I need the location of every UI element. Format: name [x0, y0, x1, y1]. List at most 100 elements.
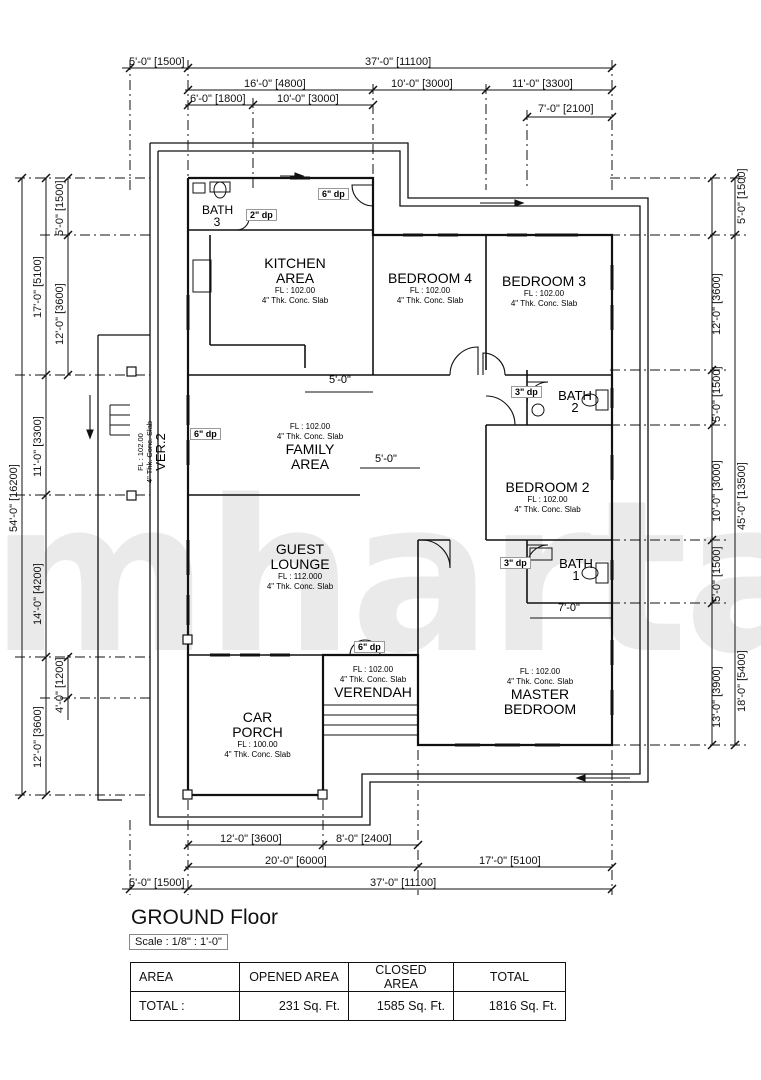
- room-bedroom3-name: BEDROOM 3: [501, 273, 586, 289]
- room-verandah2-fl: FL : 102.00: [136, 433, 145, 471]
- area-row-label: TOTAL :: [130, 991, 240, 1021]
- area-row-closed: 1585 Sq. Ft.: [348, 991, 454, 1021]
- dim-left-12b: 12'-0" [3600]: [32, 706, 44, 768]
- dim-left-5: 5'-0" [1500]: [54, 180, 66, 236]
- dimension-lines-bottom: [122, 750, 613, 895]
- drop-kitchen-size: 6": [322, 189, 332, 199]
- room-bedroom3: BEDROOM 3 FL : 102.00 4" Thk. Conc. Slab: [488, 274, 600, 309]
- drop-bath2-dp: dp: [526, 387, 538, 397]
- room-kitchen: KITCHEN AREA FL : 102.00 4" Thk. Conc. S…: [240, 256, 350, 306]
- floor-title: GROUND Floor: [131, 906, 279, 929]
- inner-dim-family: 5'-0": [375, 453, 397, 465]
- dim-bottom-17: 17'-0" [5100]: [479, 855, 541, 867]
- dim-top-10a: 10'-0" [3000]: [391, 78, 453, 90]
- dim-right-13: 13'-0" [3900]: [711, 666, 723, 728]
- dim-top-6: 6'-0" [1800]: [190, 93, 246, 105]
- dim-right-5b: 5'-0" [1500]: [711, 366, 723, 422]
- drop-marker-bath3: 2" dp: [246, 209, 277, 221]
- room-bath3-name: BATH: [202, 203, 234, 217]
- dim-top-left-offset: 5'-0" [1500]: [129, 56, 185, 68]
- area-row-total: 1816 Sq. Ft.: [453, 991, 566, 1021]
- area-table-header-row: AREA OPENED AREA CLOSED AREA TOTAL: [130, 962, 566, 992]
- room-porch-name: CAR: [242, 709, 273, 725]
- room-kitchen-name: KITCHEN: [264, 255, 326, 271]
- roof-outline: [97, 142, 649, 826]
- room-bath3: BATH 3: [202, 203, 234, 228]
- dim-bottom-left-offset: 5'-0" [1500]: [129, 877, 185, 889]
- dim-right-overall: 45'-0" [13500]: [736, 462, 748, 530]
- area-header-area: AREA: [130, 962, 240, 992]
- dim-right-5c: 5'-0" [1500]: [711, 546, 723, 602]
- dim-top-16: 16'-0" [4800]: [244, 78, 306, 90]
- interior-walls: [188, 229, 612, 656]
- door-swings: [236, 184, 549, 656]
- dim-top-overall: 37'-0" [11100]: [365, 56, 431, 68]
- dim-left-overall: 54'-0" [16200]: [8, 464, 20, 532]
- room-kitchen-slab: 4" Thk. Conc. Slab: [261, 296, 329, 305]
- dim-bottom-20: 20'-0" [6000]: [265, 855, 327, 867]
- drop-bath1-dp: dp: [515, 558, 527, 568]
- drop-verendah-dp: dp: [369, 642, 381, 652]
- floor-plan-drawing: 5'-0" [1500] 37'-0" [11100] 16'-0" [4800…: [8, 56, 750, 895]
- area-table-row: TOTAL : 231 Sq. Ft. 1585 Sq. Ft. 1816 Sq…: [130, 991, 566, 1021]
- drop-kitchen-dp: dp: [333, 189, 345, 199]
- room-bedroom3-fl: FL : 102.00: [523, 289, 565, 298]
- drop-marker-bath2: 3" dp: [511, 386, 542, 398]
- dim-left-17: 17'-0" [5100]: [32, 256, 44, 318]
- room-bath1-number: 1: [572, 568, 580, 583]
- dim-left-12: 12'-0" [3600]: [54, 283, 66, 345]
- room-master-slab: 4" Thk. Conc. Slab: [506, 677, 574, 686]
- room-verendah-slab: 4" Thk. Conc. Slab: [339, 675, 407, 684]
- dimension-ticks-right: [707, 173, 740, 750]
- room-bath2-name: BATH: [558, 388, 592, 403]
- room-bath2: BATH 2: [557, 388, 593, 414]
- dim-right-12: 12'-0" [3600]: [711, 273, 723, 335]
- room-master-name2: BEDROOM: [503, 701, 577, 717]
- room-verandah2-name: VER.2: [153, 433, 168, 471]
- dimension-lines-right: [610, 177, 750, 746]
- room-verendah-name: VERENDAH: [334, 684, 412, 700]
- room-bedroom2-fl: FL : 102.00: [527, 495, 568, 504]
- room-guest-slab: 4" Thk. Conc. Slab: [266, 582, 334, 591]
- dim-left-11: 11'-0" [3300]: [32, 416, 44, 477]
- area-header-opened: OPENED AREA: [239, 962, 349, 992]
- room-family-fl: FL : 102.00: [289, 422, 331, 431]
- drop-bath3-dp: dp: [261, 210, 273, 220]
- drop-marker-kitchen: 6" dp: [318, 188, 349, 200]
- dimension-ticks-left: [17, 173, 73, 800]
- inner-dim-lines: [305, 391, 612, 619]
- dimension-ticks-top: [125, 63, 617, 122]
- drop-ver-size: 6": [194, 429, 204, 439]
- dim-top-7: 7'-0" [2100]: [538, 103, 594, 115]
- drop-bath3-size: 2": [250, 210, 260, 220]
- room-verendah: FL : 102.00 4" Thk. Conc. Slab VERENDAH: [326, 665, 420, 699]
- room-guest-fl: FL : 112.000: [277, 572, 323, 581]
- dim-top-10b: 10'-0" [3000]: [277, 93, 339, 105]
- dim-bottom-overall: 37'-0" [11100]: [370, 877, 436, 889]
- area-header-total: TOTAL: [453, 962, 566, 992]
- area-row-opened: 231 Sq. Ft.: [239, 991, 349, 1021]
- direction-arrows: [86, 172, 630, 782]
- exterior-walls: [186, 176, 614, 797]
- dimension-lines-left: [15, 177, 150, 796]
- room-bedroom4-name: BEDROOM 4: [387, 270, 472, 286]
- scale-label: Scale : 1/8" : 1'-0": [129, 934, 228, 950]
- room-porch-fl: FL : 100.00: [237, 740, 278, 749]
- room-kitchen-name2: AREA: [275, 270, 315, 286]
- room-verendah-fl: FL : 102.00: [352, 665, 394, 674]
- dimension-ticks-bottom: [125, 840, 617, 894]
- room-guest-name2: LOUNGE: [270, 556, 330, 572]
- room-family: FL : 102.00 4" Thk. Conc. Slab FAMILY AR…: [250, 422, 370, 472]
- dim-bottom-8: 8'-0" [2400]: [336, 833, 392, 845]
- drop-bath1-size: 3": [504, 558, 514, 568]
- room-family-name: FAMILY: [285, 441, 335, 457]
- room-bedroom4-fl: FL : 102.00: [409, 286, 451, 295]
- dim-right-5a: 5'-0" [1500]: [736, 168, 748, 224]
- room-bedroom2-name: BEDROOM 2: [505, 479, 590, 495]
- columns: [126, 366, 328, 800]
- room-car-porch: CAR PORCH FL : 100.00 4" Thk. Conc. Slab: [200, 710, 315, 760]
- drop-marker-ver2: 6" dp: [190, 428, 221, 440]
- dimension-lines-top: [122, 60, 613, 190]
- room-bedroom3-slab: 4" Thk. Conc. Slab: [510, 299, 578, 308]
- room-bath1: BATH 1: [558, 557, 594, 583]
